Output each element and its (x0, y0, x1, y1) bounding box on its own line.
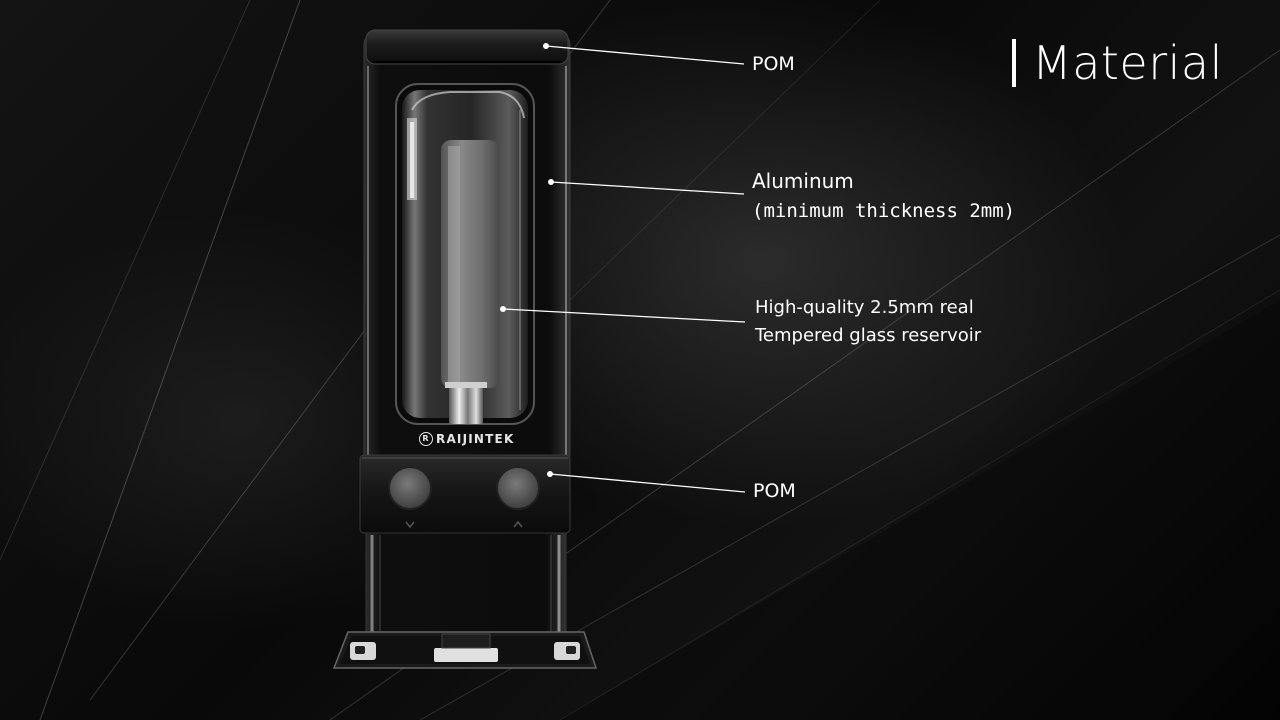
aluminum-label-line2: (minimum thickness 2mm) (752, 200, 1016, 222)
aluminum-leader-line (550, 181, 745, 195)
aluminum-label-line1: Aluminum (752, 169, 854, 193)
pom-top-leader-line (545, 45, 745, 65)
title-accent-bar (1012, 39, 1016, 87)
glass-leader-line (502, 308, 746, 323)
pom-bottom-label: POM (753, 480, 796, 502)
glass-label-line2: Tempered glass reservoir (755, 325, 982, 346)
pom-top-label: POM (752, 53, 795, 75)
glass-label-line1: High-quality 2.5mm real (755, 297, 974, 318)
raijintek-emblem-icon: R (419, 432, 433, 446)
pom-bottom-leader-line (549, 473, 746, 493)
aluminum-label: Aluminum (minimum thickness 2mm) (752, 166, 1015, 226)
slide-title: Material (1012, 34, 1223, 92)
slide-title-text: Material (1032, 36, 1223, 90)
brand-logo: R RAIJINTEK (419, 432, 514, 446)
brand-name: RAIJINTEK (436, 432, 515, 446)
glass-label: High-quality 2.5mm real Tempered glass r… (755, 294, 981, 350)
